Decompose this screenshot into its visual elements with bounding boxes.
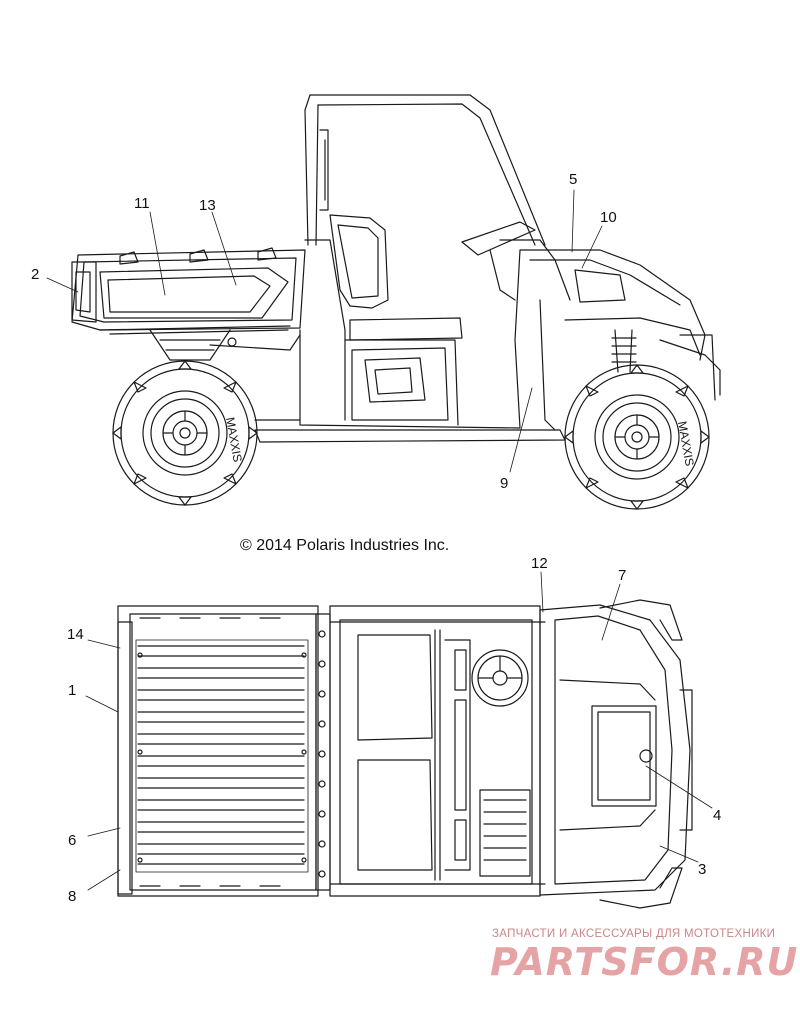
callout-11: 11 [134, 195, 150, 212]
callout-9: 9 [500, 475, 509, 492]
rear-wheel [113, 361, 257, 505]
side-leader-lines [47, 190, 602, 472]
cargo-bed-side [72, 248, 305, 334]
watermark-tagline: ЗАПЧАСТИ И АКСЕССУАРЫ ДЛЯ МОТОТЕХНИКИ [492, 928, 776, 940]
callout-12: 12 [531, 555, 548, 572]
top-leader-lines [86, 572, 712, 890]
callout-8: 8 [68, 888, 77, 905]
rear-suspension [150, 330, 300, 360]
callout-13: 13 [199, 197, 216, 214]
roll-cage [305, 95, 545, 245]
callout-7: 7 [618, 567, 627, 584]
cargo-bed-top [118, 606, 330, 896]
watermark-brand: PARTSFOR.RU [490, 940, 799, 984]
front-wheel [565, 365, 709, 509]
copyright-notice: © 2014 Polaris Industries Inc. [240, 537, 450, 554]
callout-1: 1 [68, 682, 77, 699]
callout-6: 6 [68, 832, 77, 849]
callout-3: 3 [698, 861, 707, 878]
dash-steering [462, 222, 570, 300]
seat [330, 215, 388, 308]
top-view-vehicle [118, 600, 692, 908]
cab-top [330, 606, 545, 896]
callout-2: 2 [31, 266, 40, 283]
hood-top [540, 600, 692, 908]
callout-10: 10 [600, 209, 617, 226]
side-view-vehicle [72, 95, 720, 509]
callout-14: 14 [67, 626, 84, 643]
callout-5: 5 [569, 171, 578, 188]
callout-4: 4 [713, 807, 722, 824]
front-hood-side [515, 250, 705, 430]
